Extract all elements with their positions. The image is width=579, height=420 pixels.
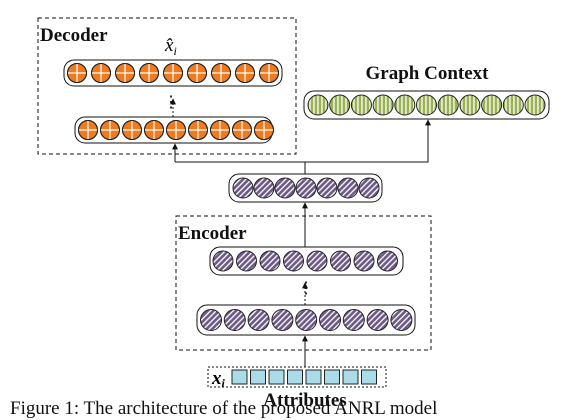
decoder-top-node — [259, 63, 279, 83]
embedding-node — [358, 177, 380, 199]
decoder-label: Decoder — [40, 25, 108, 46]
decoder-dashed-frame — [37, 17, 297, 155]
encoder-top-node — [377, 250, 398, 272]
encoder-ellipsis: ⋮ — [298, 280, 314, 297]
encoder-bottom-layer — [196, 304, 416, 336]
encoder-bottom-node — [366, 309, 389, 331]
encoder-top-node — [283, 250, 304, 272]
attribute-cell — [268, 369, 285, 385]
embedding-node — [232, 177, 254, 199]
attribute-cell — [342, 369, 359, 385]
graph-context-layer — [303, 90, 550, 120]
figure-caption: Figure 1: The architecture of the propos… — [10, 398, 438, 419]
embedding-node — [337, 177, 359, 199]
decoder-top-node — [211, 63, 231, 83]
graph-context-node — [437, 94, 459, 116]
encoder-group: Encoder ⋮ — [175, 215, 432, 351]
encoder-bottom-node — [390, 309, 413, 331]
embedding-node — [295, 177, 317, 199]
encoder-top-node — [212, 250, 234, 272]
attributes-input-x: x — [211, 368, 222, 389]
attributes-dashed-frame — [207, 366, 387, 388]
attributes-group: xi Attributes — [207, 366, 387, 411]
attribute-cell — [361, 369, 377, 385]
attribute-cell — [231, 369, 248, 385]
encoder-label: Encoder — [178, 223, 247, 244]
decoder-output-subscript: i — [173, 44, 176, 58]
encoder-bottom-node — [319, 309, 341, 331]
decoder-top-nodes — [67, 63, 279, 83]
decoder-bottom-nodes — [78, 120, 274, 140]
encoder-top-node — [259, 250, 281, 272]
encoder-bottom-node — [200, 309, 222, 331]
attribute-cells — [231, 369, 377, 385]
decoder-group: Decoder x̂i ⋮ — [37, 17, 297, 155]
decoder-top-layer — [63, 59, 283, 87]
connections — [170, 98, 431, 367]
graph-context-node — [350, 94, 372, 116]
attribute-cell — [250, 369, 266, 385]
decoder-bottom-node — [78, 120, 98, 140]
graph-context-node — [481, 94, 503, 116]
graph-context-node — [502, 94, 524, 116]
decoder-top-node — [235, 63, 255, 83]
decoder-bottom-node — [254, 120, 274, 140]
graph-context-node — [394, 94, 416, 116]
attribute-cell — [287, 369, 303, 385]
encoder-top-node — [306, 250, 328, 272]
attribute-cell — [324, 369, 340, 385]
decoder-bottom-node — [188, 120, 208, 140]
decoder-bottom-node — [166, 120, 186, 140]
decoder-ellipsis: ⋮ — [163, 94, 179, 111]
branch-line — [175, 161, 306, 174]
graph-context-nodes — [307, 94, 546, 116]
encoder-dashed-frame — [175, 215, 432, 351]
embedding-node — [274, 177, 296, 199]
graph-context-group: Graph Context — [303, 63, 550, 120]
decoder-bottom-node — [122, 120, 142, 140]
decoder-output-symbol: x̂i — [164, 35, 177, 58]
embedding-node — [253, 177, 275, 199]
embedding-group — [228, 173, 383, 203]
encoder-top-node — [236, 250, 257, 272]
encoder-bottom-node — [295, 309, 318, 331]
decoder-output-x: x̂ — [164, 35, 174, 56]
encoder-bottom-node — [247, 309, 270, 331]
decoder-top-node — [115, 63, 135, 83]
encoder-bottom-node — [223, 309, 246, 331]
encoder-top-node — [330, 250, 351, 272]
encoder-top-layer — [209, 246, 404, 276]
arrow-to-graph-context — [305, 119, 431, 163]
attributes-input-symbol: xi — [211, 368, 226, 390]
encoder-bottom-node — [271, 309, 294, 331]
encoder-bottom-node — [342, 309, 365, 331]
attributes-input-subscript: i — [222, 376, 226, 390]
graph-context-node — [459, 94, 481, 116]
attributes-label: Attributes — [263, 390, 346, 411]
embedding-nodes — [232, 177, 380, 199]
graph-context-label: Graph Context — [366, 63, 490, 84]
graph-context-node — [372, 94, 394, 116]
decoder-top-node — [139, 63, 159, 83]
embedding-node — [316, 177, 338, 199]
encoder-top-nodes — [212, 250, 398, 272]
decoder-top-node — [91, 63, 111, 83]
graph-context-node — [524, 94, 546, 116]
graph-context-node — [329, 94, 351, 116]
encoder-bottom-nodes — [200, 309, 413, 331]
encoder-top-node — [353, 250, 375, 272]
decoder-bottom-node — [210, 120, 230, 140]
decoder-bottom-node — [232, 120, 252, 140]
decoder-bottom-node — [144, 120, 164, 140]
decoder-bottom-node — [100, 120, 120, 140]
decoder-top-node — [163, 63, 183, 83]
graph-context-node — [307, 94, 329, 116]
graph-context-node — [416, 94, 437, 116]
decoder-top-node — [67, 63, 87, 83]
decoder-top-node — [187, 63, 207, 83]
attribute-cell — [305, 369, 322, 385]
